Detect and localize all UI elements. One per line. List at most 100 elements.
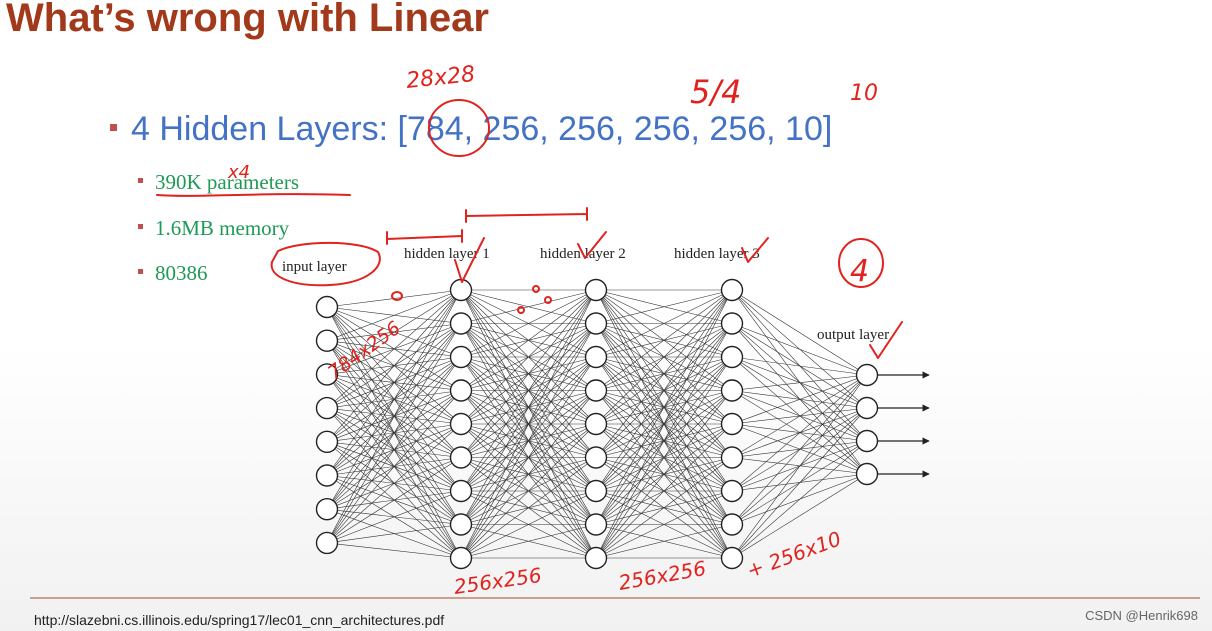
network-edge bbox=[731, 374, 868, 425]
network-node-layer-1 bbox=[449, 345, 473, 369]
network-node-layer-2 bbox=[584, 278, 608, 302]
network-node-layer-1 bbox=[449, 412, 473, 436]
network-edge bbox=[460, 423, 597, 559]
network-edge bbox=[326, 289, 462, 375]
network-edge bbox=[731, 374, 868, 458]
handwritten-annotations: 28x28 5/4 10 x4 4 784x256 256x256 256x25… bbox=[156, 62, 903, 599]
network-edge bbox=[595, 289, 733, 324]
network-node-layer-1 bbox=[449, 312, 473, 335]
network-edge bbox=[595, 289, 733, 391]
network-edge bbox=[460, 289, 597, 492]
network-edge bbox=[460, 356, 597, 559]
network-edge bbox=[595, 289, 733, 358]
output-arrows bbox=[877, 371, 930, 478]
annotation-x4: x4 bbox=[227, 162, 250, 183]
check-hidden-3 bbox=[741, 237, 769, 263]
network-edge bbox=[326, 323, 462, 544]
scribble-dot-2 bbox=[544, 296, 552, 304]
circle-4 bbox=[838, 238, 884, 288]
annotation-4: 4 bbox=[850, 254, 869, 289]
main-bullet-text: 4 Hidden Layers: [784, 256, 256, 256, 25… bbox=[131, 110, 833, 148]
network-edge bbox=[731, 356, 868, 376]
bullet-marker bbox=[138, 177, 143, 183]
network-edge bbox=[326, 542, 462, 559]
network-edge bbox=[595, 356, 733, 559]
network-edge bbox=[595, 323, 733, 559]
network-node-layer-4 bbox=[855, 363, 879, 387]
network-edge bbox=[326, 390, 462, 544]
network-edge bbox=[460, 390, 597, 559]
network-node-layer-2 bbox=[584, 446, 608, 469]
network-node-layer-3 bbox=[720, 446, 744, 469]
network-edge bbox=[595, 289, 733, 525]
sub-bullet-2: 1.6MB memory bbox=[138, 216, 289, 241]
network-edge bbox=[595, 289, 733, 425]
network-edge bbox=[731, 440, 868, 559]
network-edge bbox=[595, 289, 733, 492]
network-edge bbox=[731, 374, 868, 391]
network-node-layer-2 bbox=[584, 412, 608, 436]
scribble-zero-1 bbox=[391, 291, 403, 301]
underline-390k bbox=[156, 193, 351, 197]
network-node-layer-0 bbox=[315, 329, 339, 352]
network-node-layer-3 bbox=[720, 513, 744, 536]
network-node-layer-0 bbox=[315, 396, 339, 420]
network-edge bbox=[326, 289, 462, 476]
network-node-layer-1 bbox=[449, 479, 473, 503]
network-node-layer-0 bbox=[315, 498, 339, 521]
network-edge bbox=[731, 289, 868, 376]
network-edge bbox=[326, 289, 462, 341]
network-node-layer-2 bbox=[584, 479, 608, 503]
network-node-layer-3 bbox=[720, 479, 744, 503]
network-edge bbox=[595, 289, 733, 458]
network-edge bbox=[595, 524, 733, 559]
network-edge bbox=[460, 289, 597, 391]
network-edge bbox=[326, 490, 462, 544]
network-node-layer-3 bbox=[720, 345, 744, 369]
network-node-layer-3 bbox=[720, 379, 744, 402]
bracket-layer2 bbox=[465, 207, 588, 223]
network-edge bbox=[731, 473, 868, 559]
network-edge bbox=[731, 407, 868, 559]
main-bullet: 4 Hidden Layers: [784, 256, 256, 256, 25… bbox=[110, 110, 832, 149]
network-node-layer-4 bbox=[855, 462, 879, 486]
annotation-5-4: 5/4 bbox=[690, 73, 742, 111]
network-node-layer-3 bbox=[720, 278, 744, 302]
hidden-layer-3-label: hidden layer 3 bbox=[674, 246, 760, 262]
sub-bullet-text: 80386 bbox=[155, 261, 208, 285]
network-edge bbox=[460, 490, 597, 559]
scribble-dot-1 bbox=[532, 285, 540, 293]
network-edge bbox=[595, 490, 733, 559]
sub-bullet-3: 80386 bbox=[138, 261, 208, 286]
network-edge bbox=[326, 289, 462, 544]
annotation-28x28: 28x28 bbox=[405, 62, 476, 94]
annotation-256x256-a: 256x256 bbox=[452, 563, 543, 599]
network-edge bbox=[595, 390, 733, 559]
network-edge bbox=[595, 423, 733, 559]
network-node-layer-3 bbox=[720, 412, 744, 436]
network-edge bbox=[326, 289, 462, 442]
network-nodes bbox=[315, 278, 879, 570]
annotation-10: 10 bbox=[850, 81, 878, 106]
network-edge bbox=[326, 524, 462, 544]
network-edge bbox=[326, 289, 462, 409]
bullet-marker bbox=[110, 123, 117, 131]
network-edge bbox=[326, 423, 462, 544]
bracket-layer1 bbox=[386, 229, 463, 245]
network-node-layer-0 bbox=[315, 363, 339, 386]
network-node-layer-1 bbox=[449, 546, 473, 570]
network-node-layer-4 bbox=[855, 429, 879, 453]
network-edge bbox=[460, 289, 597, 525]
hidden-layer-1-label: hidden layer 1 bbox=[404, 246, 490, 262]
network-edge bbox=[460, 289, 597, 324]
footer-url: http://slazebni.cs.illinois.edu/spring17… bbox=[34, 612, 445, 628]
bullet-marker bbox=[138, 223, 143, 229]
network-node-layer-2 bbox=[584, 546, 608, 570]
network-node-layer-2 bbox=[584, 312, 608, 335]
network-edge bbox=[460, 524, 597, 559]
bullet-marker bbox=[138, 268, 143, 274]
network-edge bbox=[595, 289, 733, 559]
network-edge bbox=[460, 289, 597, 458]
network-node-layer-0 bbox=[315, 531, 339, 555]
